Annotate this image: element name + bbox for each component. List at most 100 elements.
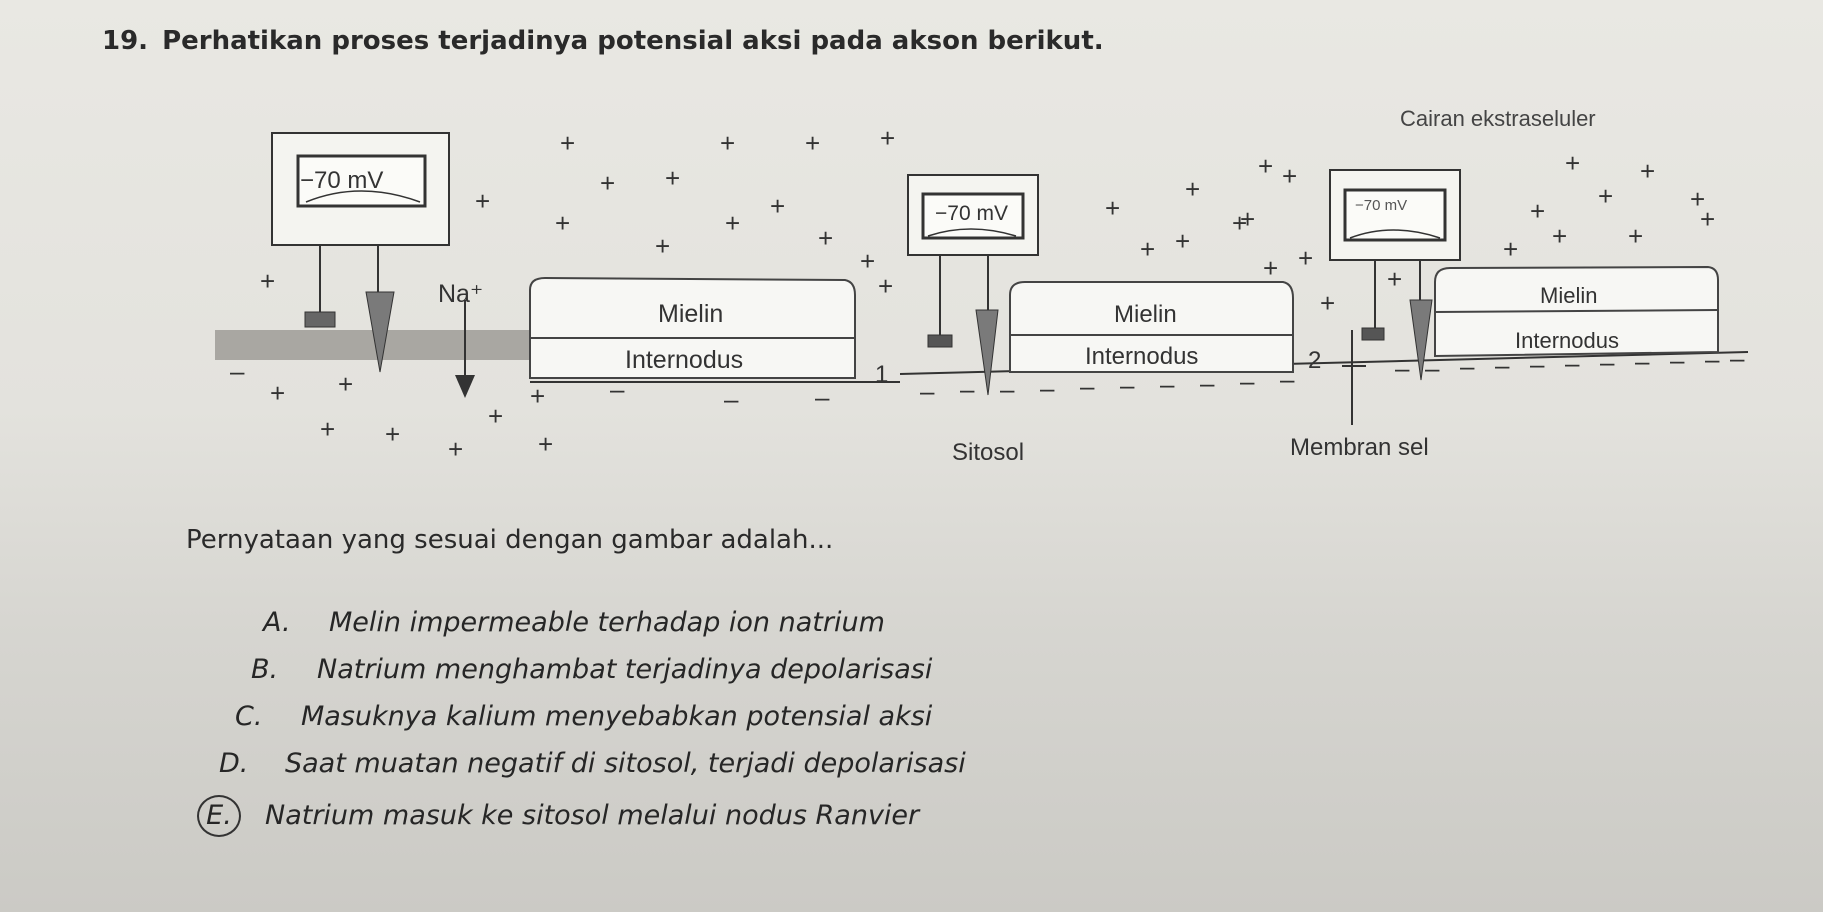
plus-charge: + (538, 429, 553, 459)
minus-charge: – (1040, 373, 1055, 403)
minus-charge: – (960, 374, 975, 404)
option-text: Melin impermeable terhadap ion natrium (329, 607, 885, 638)
plus-charge: + (1282, 161, 1297, 191)
option-c[interactable]: C.Masuknya kalium menyebabkan potensial … (235, 701, 982, 748)
na-inward-arrow (455, 300, 475, 398)
plus-charge: + (1105, 193, 1120, 223)
membrane-label: Membran sel (1290, 434, 1429, 461)
plus-charge: + (1298, 243, 1313, 273)
plus-charge: + (260, 266, 275, 296)
option-e-selected[interactable]: E. Natrium masuk ke sitosol melalui nodus… (197, 795, 948, 842)
plus-charge: + (1628, 221, 1643, 251)
plus-charge: + (1640, 156, 1655, 186)
minus-charge: – (610, 374, 625, 404)
plus-charge: + (530, 381, 545, 411)
minus-charge: – (1495, 350, 1510, 380)
plus-charge: + (385, 419, 400, 449)
plus-charge: + (878, 271, 893, 301)
minus-charge: – (1080, 371, 1095, 401)
plus-charge: + (1140, 234, 1155, 264)
minus-charge: – (1460, 351, 1475, 381)
option-text: Natrium masuk ke sitosol melalui nodus R… (265, 800, 920, 831)
option-letter: B. (251, 654, 279, 685)
plus-charge: + (860, 246, 875, 276)
question-title: 19. Perhatikan proses terjadinya potensia… (102, 26, 1118, 56)
myelin-segment-2 (1009, 281, 1294, 373)
minus-charge: – (1200, 368, 1215, 398)
question-number: 19. (102, 26, 149, 56)
axon-diagram: −70 mV −70 mV −70 mV Na⁺ Mielin Internod… (215, 106, 1749, 466)
positive-charges: ++++++++++++++++++++++++++++++++++++++++… (260, 123, 1715, 464)
minus-charge: – (1600, 347, 1615, 377)
plus-charge: + (655, 231, 670, 261)
minus-charge: – (1530, 349, 1545, 379)
myelin-label-2: Mielin (1114, 301, 1177, 328)
plus-charge: + (1552, 221, 1567, 251)
node-label-1: 1 (875, 361, 888, 388)
minus-charge: – (1565, 348, 1580, 378)
myelin-label-1: Mielin (658, 300, 723, 328)
voltmeter-1 (271, 132, 450, 373)
plus-charge: + (665, 163, 680, 193)
minus-charge: – (1670, 345, 1685, 375)
plus-charge: + (1700, 204, 1715, 234)
plus-charge: + (600, 168, 615, 198)
plus-charge: + (1175, 226, 1190, 256)
myelin-segments (529, 265, 1719, 379)
minus-charge: – (1240, 366, 1255, 396)
option-b[interactable]: B. Natrium menghambat terjadinya depolari… (251, 654, 998, 701)
minus-charge: – (1730, 343, 1745, 373)
plus-charge: + (880, 123, 895, 153)
option-letter: A. (263, 607, 291, 638)
plus-charge: + (555, 208, 570, 238)
meter-reading-1: −70 mV (300, 167, 383, 194)
plus-charge: + (1565, 148, 1580, 178)
plus-charge: + (560, 128, 575, 158)
internode-label-3: Internodus (1515, 328, 1619, 353)
option-d[interactable]: D.Saat muatan negatif di sitosol, terjad… (219, 748, 966, 795)
extracellular-label: Cairan ekstraseluler (1400, 106, 1596, 131)
minus-charge: – (1705, 344, 1720, 374)
voltmeter-3 (1329, 169, 1461, 381)
plus-charge: + (338, 369, 353, 399)
plus-charge: + (805, 128, 820, 158)
myelin-divider-3 (1434, 309, 1719, 313)
minus-charge: – (1280, 364, 1295, 394)
option-text: Masuknya kalium menyebabkan potensial ak… (301, 701, 933, 732)
meter-reading-2: −70 mV (935, 202, 1008, 225)
na-label: Na⁺ (438, 280, 483, 308)
plus-charge: + (1387, 264, 1402, 294)
plus-charge: + (1503, 234, 1518, 264)
meter-reading-3: −70 mV (1355, 197, 1407, 214)
question-text: Perhatikan proses terjadinya potensial a… (162, 26, 1104, 56)
minus-charge: – (1120, 370, 1135, 400)
minus-charge: – (1000, 374, 1015, 404)
plus-charge: + (270, 378, 285, 408)
minus-charge: – (1635, 346, 1650, 376)
internode-label-2: Internodus (1085, 343, 1198, 370)
option-text: Natrium menghambat terjadinya depolarisa… (317, 654, 933, 685)
cytosol-label: Sitosol (952, 439, 1024, 466)
plus-charge: + (475, 186, 490, 216)
plus-charge: + (1240, 204, 1255, 234)
plus-charge: + (720, 128, 735, 158)
plus-charge: + (725, 208, 740, 238)
plus-charge: + (818, 223, 833, 253)
minus-charge: – (1160, 369, 1175, 399)
minus-charge: – (1425, 353, 1440, 383)
minus-charge: – (815, 382, 830, 412)
plus-charge: + (1598, 181, 1613, 211)
plus-charge: + (448, 434, 463, 464)
node-label-2: 2 (1308, 347, 1321, 374)
option-a[interactable]: A. Melin impermeable terhadap ion natrium (263, 607, 1010, 654)
plus-charge: + (320, 414, 335, 444)
myelin-label-3: Mielin (1540, 283, 1597, 308)
plus-charge: + (1185, 174, 1200, 204)
plus-charge: + (1320, 288, 1335, 318)
minus-charge: – (230, 356, 245, 386)
question-prompt: Pernyataan yang sesuai dengan gambar ada… (186, 525, 834, 555)
plus-charge: + (488, 401, 503, 431)
plus-charge: + (1232, 208, 1247, 238)
voltmeter-2 (907, 174, 1039, 396)
option-letter-circled: E. (197, 795, 241, 837)
